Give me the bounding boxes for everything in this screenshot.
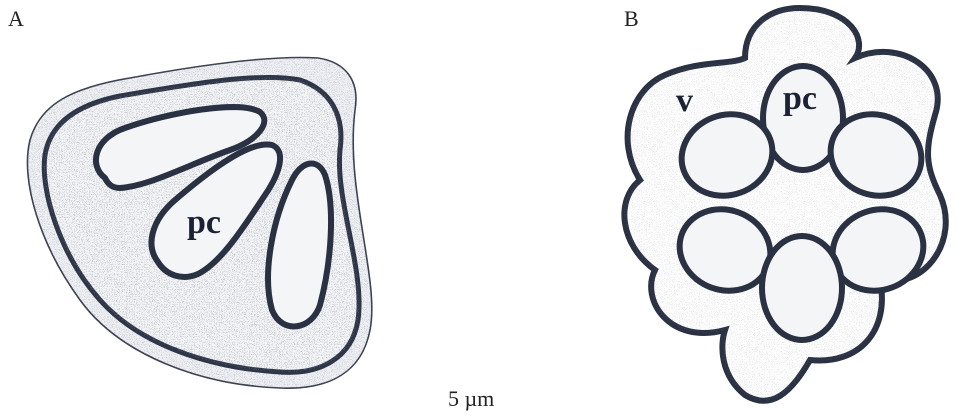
panel-a-label: A bbox=[8, 6, 24, 32]
pyrenoid-chamber-label-b: pc bbox=[783, 82, 817, 116]
cell-b-diagram bbox=[624, 8, 945, 401]
scale-bar-label: 5 µm bbox=[448, 386, 494, 412]
panel-b-label: B bbox=[624, 6, 639, 32]
pyrenoid-chamber-label-a: pc bbox=[187, 206, 221, 240]
pyrenoid-chamber-b-bottom bbox=[762, 236, 842, 340]
vacuole-label-b: v bbox=[676, 84, 693, 118]
